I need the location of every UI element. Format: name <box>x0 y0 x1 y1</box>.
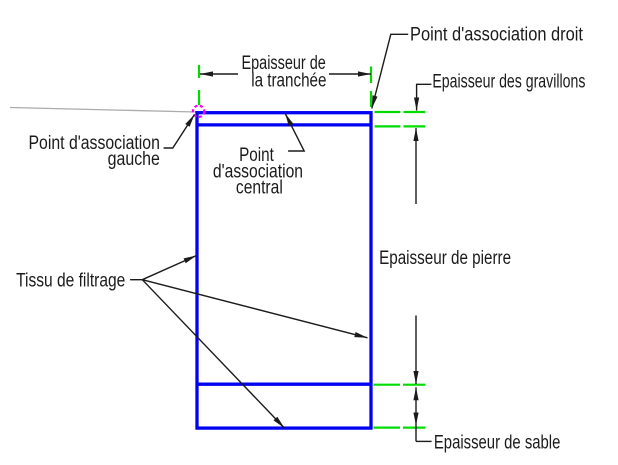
svg-text:Point d'association: Point d'association <box>29 133 160 154</box>
svg-text:d'association: d'association <box>213 161 303 182</box>
svg-text:Point: Point <box>239 145 274 166</box>
svg-text:central: central <box>236 178 283 199</box>
svg-text:la tranchée: la tranchée <box>251 71 326 92</box>
svg-text:Point d'association droit: Point d'association droit <box>410 25 584 46</box>
svg-text:Epaisseur de pierre: Epaisseur de pierre <box>379 248 511 269</box>
svg-text:Epaisseur des gravillons: Epaisseur des gravillons <box>432 71 585 92</box>
svg-text:Epaisseur de: Epaisseur de <box>242 53 326 74</box>
svg-text:gauche: gauche <box>108 149 160 170</box>
svg-text:Tissu de filtrage: Tissu de filtrage <box>16 270 125 291</box>
svg-text:Epaisseur de sable: Epaisseur de sable <box>434 433 561 454</box>
